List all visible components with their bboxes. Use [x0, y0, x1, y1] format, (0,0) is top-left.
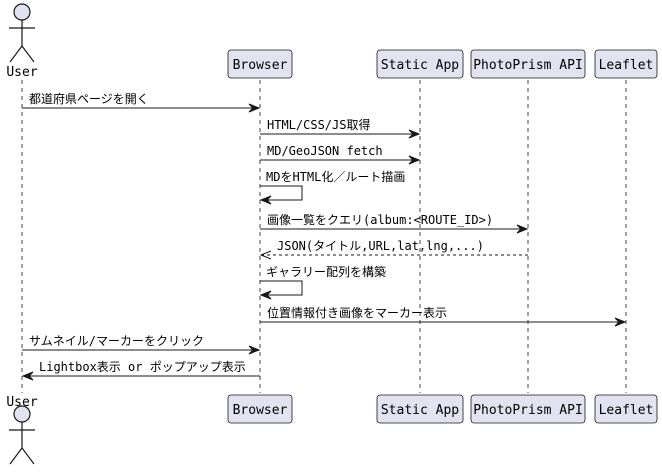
participant-box [227, 394, 293, 424]
message-7: ギャラリー配列を構築 [259, 264, 386, 300]
participant-photoprism-bottom: PhotoPrism API [470, 394, 586, 424]
actor-user-bottom: User [6, 395, 38, 465]
actor-leg-right [21, 447, 35, 465]
message-label: 位置情報付き画像をマーカー表示 [267, 305, 447, 320]
participant-label: Static App [381, 403, 459, 418]
message-label: MD/GeoJSON fetch [267, 144, 383, 158]
participant-static-top: Static App [376, 49, 464, 79]
arrowhead [259, 195, 272, 205]
message-10: Lightbox表示 or ポップアップ表示 [21, 360, 260, 381]
actor-leg-left [9, 45, 23, 63]
message-6: JSON(タイトル,URL,lat,lng,...) [259, 239, 528, 260]
arrowhead [248, 345, 261, 355]
message-label: 都道府県ページを開く [29, 91, 149, 106]
actor-leg-left [9, 447, 23, 465]
participant-label: Leaflet [599, 403, 654, 418]
actor-head [13, 3, 31, 21]
participant-box [470, 49, 586, 79]
message-label: サムネイル/マーカーをクリック [29, 334, 204, 348]
participant-browser-bottom: Browser [227, 394, 293, 424]
message-label: 画像一覧をクエリ(album:<ROUTE_ID>) [267, 213, 493, 227]
message-label: ギャラリー配列を構築 [266, 264, 386, 279]
arrowhead [259, 290, 272, 300]
arrowhead [248, 103, 261, 113]
message-2: HTML/CSS/JS取得 [260, 117, 421, 139]
participant-label: Static App [381, 58, 459, 73]
arrowhead [516, 224, 529, 234]
message-label: MDをHTML化／ルート描画 [266, 170, 405, 184]
participant-box [594, 394, 658, 424]
arrowhead [614, 317, 627, 327]
message-label: Lightbox表示 or ポップアップ表示 [39, 360, 246, 374]
message-9: サムネイル/マーカーをクリック [22, 334, 261, 355]
message-5: 画像一覧をクエリ(album:<ROUTE_ID>) [260, 213, 529, 234]
message-1: 都道府県ページを開く [22, 91, 261, 113]
message-4: MDをHTML化／ルート描画 [259, 170, 405, 205]
message-line [260, 185, 303, 201]
participant-box [227, 49, 293, 79]
actor-head [13, 405, 31, 423]
participant-box [376, 49, 464, 79]
message-label: HTML/CSS/JS取得 [267, 117, 370, 132]
message-8: 位置情報付き画像をマーカー表示 [260, 305, 627, 327]
arrowhead [408, 129, 421, 139]
actor-leg-right [21, 45, 35, 63]
participant-label: Browser [233, 58, 288, 73]
actor-label: User [6, 395, 37, 410]
arrowhead [259, 250, 272, 260]
participant-box [376, 394, 464, 424]
participant-box [594, 49, 658, 79]
participant-browser-top: Browser [227, 49, 293, 79]
participant-photoprism-top: PhotoPrism API [470, 49, 586, 79]
participant-leaflet-bottom: Leaflet [594, 394, 658, 424]
actor-label: User [6, 65, 37, 80]
message-line [260, 280, 303, 296]
participant-label: PhotoPrism API [473, 58, 583, 73]
participant-static-bottom: Static App [376, 394, 464, 424]
participant-box [470, 394, 586, 424]
messages: 都道府県ページを開く HTML/CSS/JS取得 MD/GeoJSON fetchM… [21, 91, 627, 381]
message-label: JSON(タイトル,URL,lat,lng,...) [277, 239, 484, 253]
arrowhead [21, 371, 34, 381]
participant-label: PhotoPrism API [473, 403, 583, 418]
actor-user-top: User [6, 3, 38, 80]
message-3: MD/GeoJSON fetch [260, 144, 421, 165]
participant-label: Leaflet [599, 58, 654, 73]
participant-label: Browser [233, 403, 288, 418]
participant-leaflet-top: Leaflet [594, 49, 658, 79]
arrowhead [408, 155, 421, 165]
